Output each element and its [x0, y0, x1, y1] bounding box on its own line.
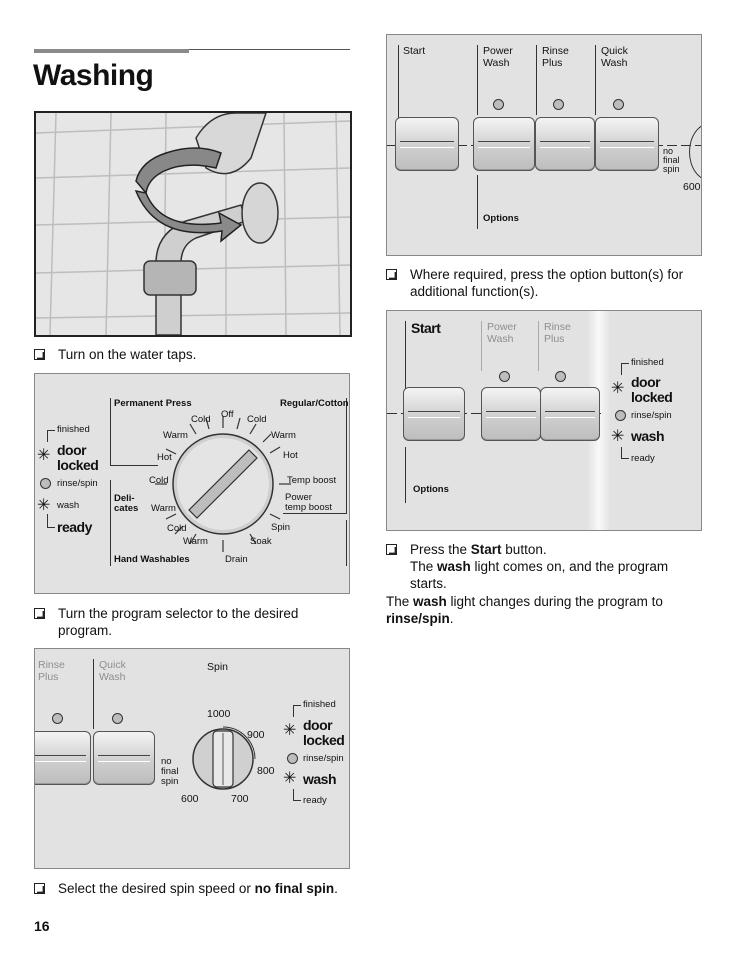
options-label: Options [413, 484, 449, 495]
quick-wash-button[interactable] [595, 117, 659, 171]
flash-icon: ✳ [37, 497, 51, 514]
flash-icon: ✳ [283, 722, 297, 739]
checkbox-bullet-icon [386, 544, 397, 555]
power-wash-button[interactable] [473, 117, 535, 171]
no-final-spin-label: no final spin [161, 756, 179, 787]
spin-knob-edge [689, 123, 701, 181]
start-button[interactable] [403, 387, 465, 441]
checkbox-bullet-icon [34, 608, 45, 619]
heading-rule [34, 49, 350, 50]
spin-speed-knob[interactable] [185, 719, 265, 799]
power-wash-button[interactable] [481, 387, 541, 441]
checkbox-bullet-icon [34, 349, 45, 360]
ready-label: ready [57, 519, 92, 535]
options-panel: Start Power Wash Rinse Plus Quick Wash n… [386, 34, 702, 256]
program-selector-knob[interactable] [153, 414, 293, 554]
spin-speed-panel: Rinse Plus Quick Wash Spin 1000 900 800 … [34, 648, 350, 869]
rinse-spin-led-icon [615, 410, 626, 421]
locked-label: locked [57, 457, 99, 473]
heading-rule-accent [34, 49, 189, 53]
flash-icon: ✳ [611, 428, 625, 445]
page-title: Washing [33, 59, 154, 92]
hand-washables-label: Hand Washables [114, 554, 190, 565]
checkbox-bullet-icon [386, 269, 397, 280]
start-label: Start [403, 45, 426, 57]
options-label: Options [483, 213, 519, 224]
power-wash-led-icon [493, 99, 504, 110]
quick-wash-led-icon [112, 713, 123, 724]
rinse-plus-led-icon [553, 99, 564, 110]
checkbox-bullet-icon [34, 883, 45, 894]
quick-wash-button[interactable] [93, 731, 155, 785]
permanent-press-label: Permanent Press [114, 398, 192, 409]
water-tap-illustration [34, 111, 352, 337]
page-number: 16 [34, 918, 50, 934]
start-label: Start [411, 320, 441, 336]
rinse-spin-led-icon [287, 753, 298, 764]
flash-icon: ✳ [611, 380, 625, 397]
regular-cotton-label: Regular/Cotton [280, 398, 349, 409]
spin-label: Spin [207, 661, 229, 673]
program-selector-panel: finished door locked ✳ rinse/spin ✳ wash… [34, 373, 350, 594]
flash-icon: ✳ [283, 770, 297, 787]
rinse-plus-button[interactable] [540, 387, 600, 441]
start-button[interactable] [395, 117, 459, 171]
quick-wash-led-icon [613, 99, 624, 110]
rinse-plus-led-icon [52, 713, 63, 724]
water-tap-image [36, 113, 350, 335]
rinse-plus-button[interactable] [535, 117, 595, 171]
rinse-plus-button[interactable] [35, 731, 91, 785]
flash-icon: ✳ [37, 447, 51, 464]
start-panel: Start Power Wash Rinse Plus Options fini… [386, 310, 702, 531]
power-wash-led-icon [499, 371, 510, 382]
delicates-label: Deli- cates [114, 493, 139, 514]
rinse-plus-led-icon [555, 371, 566, 382]
no-final-spin-label: no final spin [663, 146, 680, 174]
door-label: door [57, 442, 87, 458]
bracket-line [47, 430, 48, 442]
rinse-spin-led-icon [40, 478, 51, 489]
wash-light-note: The wash light changes during the progra… [386, 594, 663, 626]
